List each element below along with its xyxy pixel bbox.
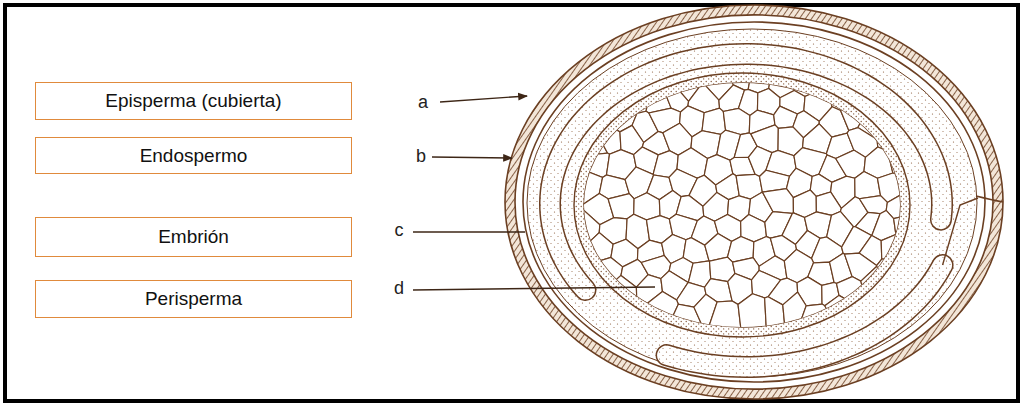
plant-cell (702, 108, 726, 134)
plant-cell (838, 297, 878, 340)
plant-cell (859, 196, 887, 214)
plant-cell (765, 297, 786, 340)
plant-cell (738, 294, 767, 340)
plant-cell (844, 253, 876, 281)
plant-cell (899, 123, 915, 152)
plant-cell (570, 80, 607, 124)
plant-cell (911, 116, 915, 127)
plant-cell (657, 75, 683, 89)
callout-letter: a (418, 93, 428, 111)
callout-letter: d (394, 279, 404, 297)
plant-cell (887, 275, 914, 300)
plant-cell (897, 89, 915, 121)
plant-cell (608, 75, 632, 95)
embryo-group (550, 54, 978, 367)
endosperm-band (574, 73, 910, 337)
part-name: Embrión (158, 226, 229, 248)
plant-cell (876, 84, 903, 112)
endosperm-core-bg (584, 83, 900, 327)
plant-cell (861, 267, 887, 303)
plant-cell (874, 297, 905, 340)
plant-cell (609, 275, 637, 303)
plant-cell (706, 301, 742, 340)
plant-cell (593, 296, 625, 340)
plant-cell (877, 124, 900, 151)
plant-cell (570, 248, 597, 286)
callout-letter: b (416, 147, 426, 165)
plant-cell (570, 124, 608, 157)
label-box: Endospermo (35, 137, 352, 174)
plant-cell (906, 75, 915, 93)
part-name: Endospermo (140, 145, 248, 167)
callout-letter: c (395, 221, 404, 239)
label-box: Perisperma (35, 280, 352, 318)
plant-cell (856, 85, 878, 112)
plant-cell (816, 192, 841, 215)
part-name: Episperma (cubierta) (105, 90, 281, 112)
plant-cell (863, 75, 885, 88)
plant-cell (877, 259, 901, 278)
label-box: Embrión (35, 217, 352, 257)
plant-cell (595, 257, 623, 286)
leader-line (413, 231, 525, 232)
plant-cell (825, 295, 853, 331)
plant-cell (894, 214, 915, 241)
plant-cell (910, 197, 915, 217)
plant-cell (911, 158, 915, 173)
plant-cell (603, 94, 633, 115)
plant-cell (570, 297, 607, 340)
plant-cell (820, 75, 849, 92)
inner-coat-line (523, 22, 985, 382)
plant-cell (881, 235, 910, 260)
seed-coat (505, 5, 1003, 399)
radicle-line (943, 198, 978, 265)
embryo-outline (550, 54, 942, 290)
plant-cell (881, 104, 911, 128)
perisperm-region (527, 29, 977, 377)
plant-cell (910, 237, 915, 256)
hilum-notch (976, 196, 1003, 202)
plant-cell (906, 280, 915, 304)
leader-line (440, 96, 527, 102)
embryo-body (550, 54, 942, 290)
plant-cell (855, 171, 881, 198)
plant-cell (647, 292, 678, 340)
plant-cell (577, 111, 617, 136)
plant-cell (901, 171, 915, 199)
plant-cell (888, 148, 915, 176)
plant-cell (794, 304, 838, 340)
label-box: Episperma (cubierta) (35, 82, 352, 120)
plant-cell (897, 300, 915, 340)
plant-cell (843, 75, 869, 97)
plant-cell (608, 194, 634, 219)
plant-cell (897, 249, 915, 280)
plant-cell (630, 75, 659, 89)
plant-cell (762, 189, 793, 214)
plant-cell (884, 75, 908, 91)
part-name: Perisperma (145, 288, 242, 310)
cell-tissue (570, 75, 915, 340)
plant-cell (570, 75, 611, 97)
plant-cell (570, 275, 609, 298)
leader-line (413, 287, 655, 290)
leader-line (432, 157, 512, 158)
plant-cell (583, 233, 613, 262)
